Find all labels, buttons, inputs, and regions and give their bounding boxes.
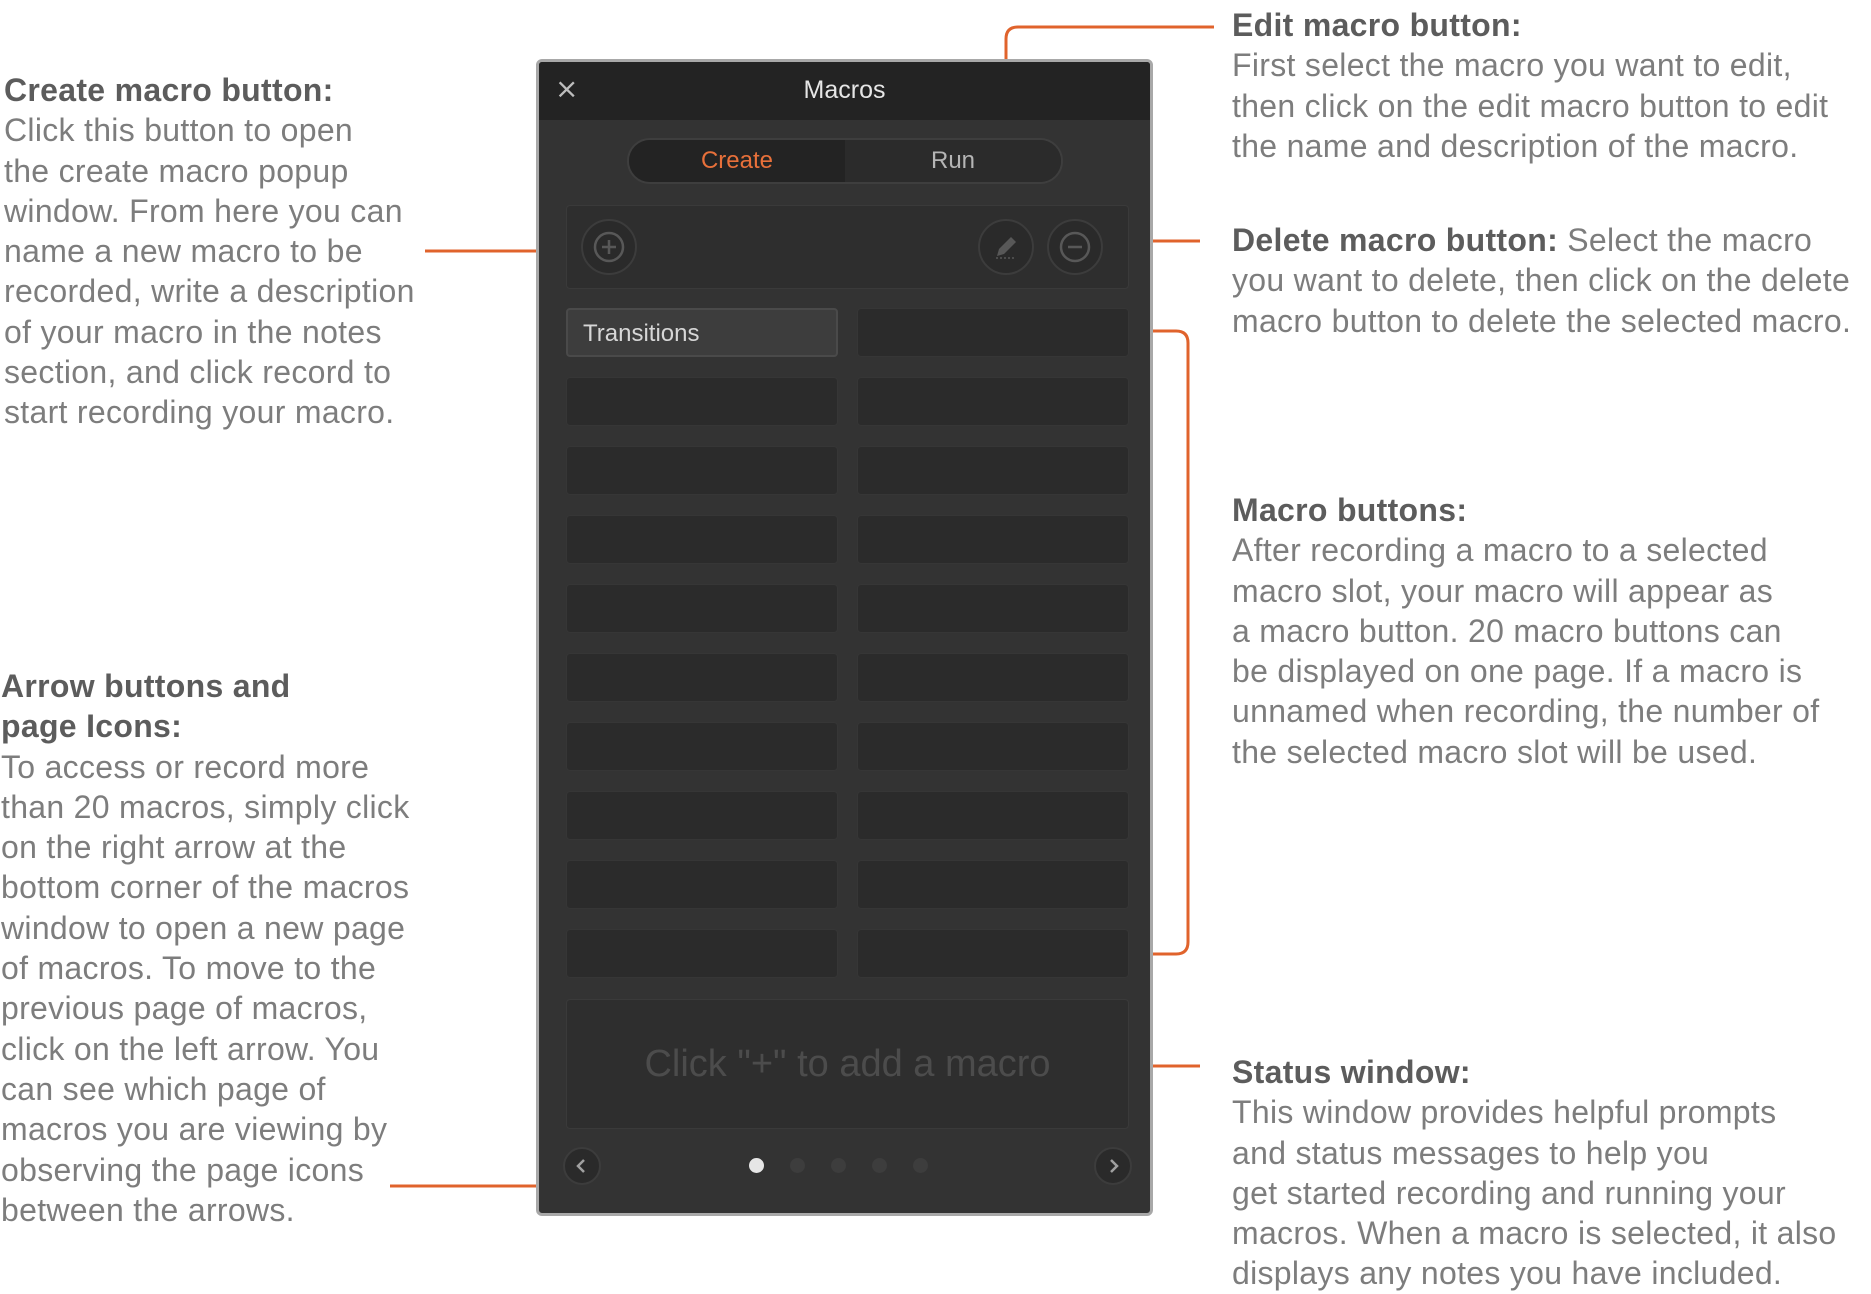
annotation-arrow-buttons: Arrow buttons and page Icons: To access … [1, 666, 431, 1230]
macros-window: × Macros Create Run Transitions [536, 59, 1153, 1216]
page-dot-1[interactable] [749, 1158, 764, 1173]
status-text: Click "+" to add a macro [644, 1043, 1051, 1085]
macro-slot-16[interactable] [857, 791, 1129, 840]
annotation-body: After recording a macro to a selected ma… [1232, 532, 1820, 770]
annotation-edit-macro: Edit macro button: First select the macr… [1232, 5, 1852, 166]
tab-run[interactable]: Run [845, 140, 1061, 182]
macro-slot-5[interactable] [566, 446, 838, 495]
macro-slot-2[interactable] [857, 308, 1129, 357]
annotation-heading: Delete macro button: [1232, 222, 1559, 258]
create-macro-button[interactable] [581, 219, 637, 275]
chevron-right-icon [1110, 1159, 1119, 1173]
delete-macro-button[interactable] [1047, 219, 1103, 275]
macro-slot-8[interactable] [857, 515, 1129, 564]
macro-slot-20[interactable] [857, 929, 1129, 978]
annotation-macro-buttons: Macro buttons: After recording a macro t… [1232, 490, 1852, 772]
macro-slot-9[interactable] [566, 584, 838, 633]
title-bar: × Macros [539, 62, 1150, 120]
macro-toolbar [566, 205, 1129, 289]
annotation-body-inline: Select the macro [1558, 222, 1813, 258]
annotation-body: This window provides helpful prompts and… [1232, 1094, 1837, 1292]
page-dot-4[interactable] [872, 1158, 887, 1173]
edit-macro-button[interactable] [978, 219, 1034, 275]
annotation-status-window: Status window: This window provides help… [1232, 1052, 1852, 1294]
plus-circle-icon [593, 231, 625, 263]
next-page-button[interactable] [1094, 1147, 1132, 1185]
macro-slot-4[interactable] [857, 377, 1129, 426]
macro-slot-17[interactable] [566, 860, 838, 909]
macro-slot-19[interactable] [566, 929, 838, 978]
close-icon[interactable]: × [555, 72, 579, 105]
annotation-body: To access or record more than 20 macros,… [1, 748, 410, 1228]
macro-slot-3[interactable] [566, 377, 838, 426]
annotation-heading: Status window: [1232, 1054, 1471, 1090]
annotation-body: Click this button to open the create mac… [4, 112, 415, 431]
macro-slot-1[interactable]: Transitions [566, 308, 838, 357]
macro-slot-15[interactable] [566, 791, 838, 840]
macro-slot-grid: Transitions [566, 308, 1129, 978]
macro-slot-18[interactable] [857, 860, 1129, 909]
chevron-left-icon [576, 1159, 585, 1173]
tab-create[interactable]: Create [629, 140, 845, 182]
macro-slot-14[interactable] [857, 722, 1129, 771]
macro-slot-12[interactable] [857, 653, 1129, 702]
annotation-body: you want to delete, then click on the de… [1232, 262, 1852, 339]
annotation-delete-macro: Delete macro button: Select the macro yo… [1232, 220, 1862, 341]
prev-page-button[interactable] [563, 1147, 601, 1185]
macro-slot-10[interactable] [857, 584, 1129, 633]
macro-slot-6[interactable] [857, 446, 1129, 495]
macro-slot-13[interactable] [566, 722, 838, 771]
annotation-body: First select the macro you want to edit,… [1232, 47, 1829, 164]
page-dot-2[interactable] [790, 1158, 805, 1173]
pencil-icon [996, 237, 1016, 259]
page-dot-3[interactable] [831, 1158, 846, 1173]
annotation-heading: Arrow buttons and page Icons: [1, 668, 291, 745]
leader-edit [1004, 25, 1214, 217]
annotation-create-macro: Create macro button: Click this button t… [4, 70, 434, 433]
mode-toggle: Create Run [627, 138, 1063, 184]
page-indicator [749, 1158, 928, 1174]
leader-macro-buttons [1122, 329, 1190, 956]
window-title: Macros [803, 76, 886, 104]
annotation-heading: Edit macro button: [1232, 7, 1522, 43]
minus-circle-icon [1059, 231, 1091, 263]
macro-slot-7[interactable] [566, 515, 838, 564]
annotation-heading: Macro buttons: [1232, 492, 1468, 528]
annotation-heading: Create macro button: [4, 72, 334, 108]
page-dot-5[interactable] [913, 1158, 928, 1173]
status-window: Click "+" to add a macro [566, 999, 1129, 1129]
macro-slot-11[interactable] [566, 653, 838, 702]
